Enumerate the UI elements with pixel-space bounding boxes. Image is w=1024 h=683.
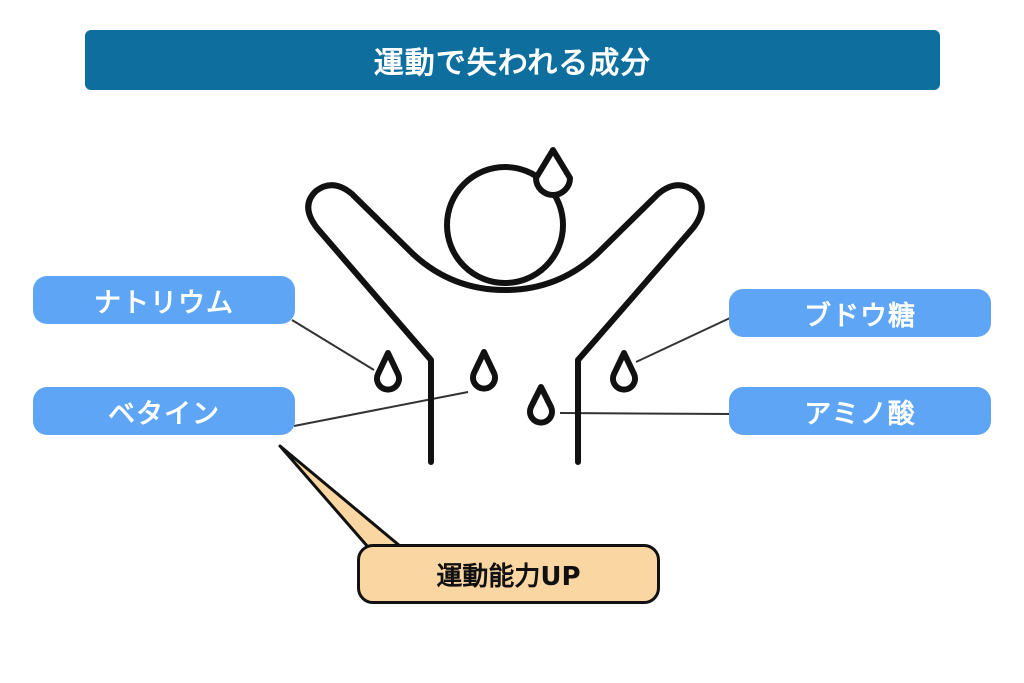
diagram-title: 運動で失われる成分 (373, 46, 652, 81)
title-bar: 運動で失われる成分 (85, 30, 940, 90)
sweat-drop-icon (610, 350, 638, 393)
label-betaine-text: ベタイン (108, 398, 220, 430)
label-amino-acid-text: アミノ酸 (804, 398, 916, 430)
result-text: 運動能力UP (436, 561, 581, 592)
leader-line-betaine (293, 391, 469, 427)
result-callout: 運動能力UP (357, 544, 660, 604)
sweat-drop-icon (533, 147, 573, 198)
label-glucose: ブドウ糖 (729, 289, 991, 337)
label-sodium-text: ナトリウム (94, 287, 234, 319)
label-sodium: ナトリウム (33, 276, 295, 324)
leader-line-sodium (291, 319, 375, 371)
sweat-drop-icon (470, 349, 498, 392)
label-amino-acid: アミノ酸 (729, 387, 991, 435)
left-arm-and-torso-side (305, 182, 508, 465)
callout-pointer (278, 444, 402, 549)
label-betaine: ベタイン (33, 387, 295, 435)
sweat-drop-icon (527, 384, 555, 426)
sweat-drop-icon (374, 350, 402, 393)
head (444, 164, 566, 286)
leader-line-glucose (635, 317, 731, 363)
right-arm-and-torso-side (502, 182, 705, 465)
label-glucose-text: ブドウ糖 (804, 300, 916, 332)
leader-line-amino (559, 412, 731, 415)
